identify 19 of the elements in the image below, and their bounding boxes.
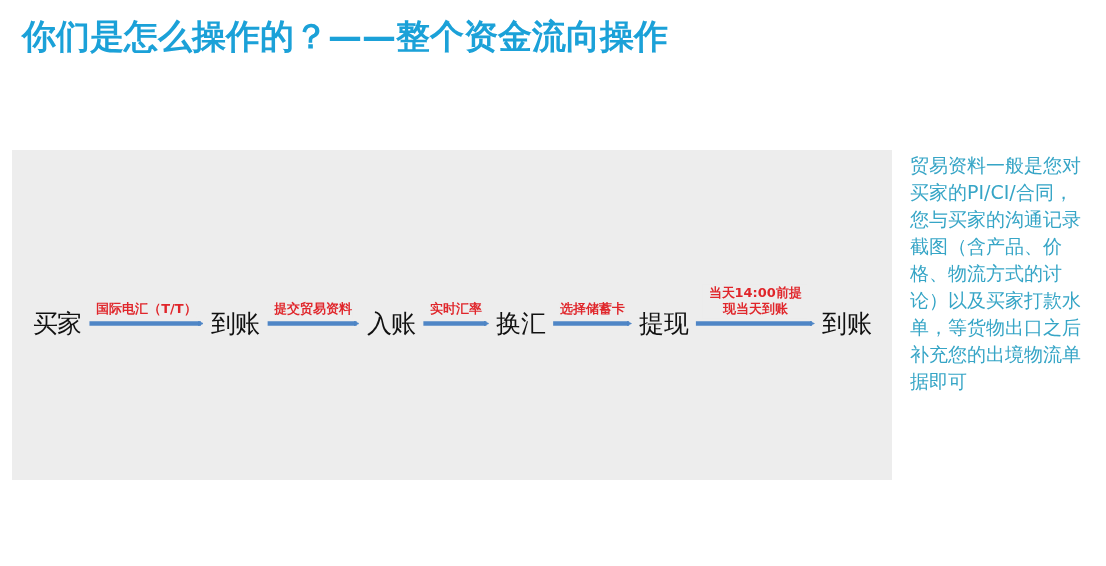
arrow [89, 320, 204, 327]
arrow [695, 320, 815, 327]
edge-label: 国际电汇（T/T） [96, 301, 197, 317]
edge-label: 提交贸易资料 [274, 301, 353, 317]
edge-label: 实时汇率 [430, 301, 483, 317]
node-text: 换汇 [496, 309, 546, 338]
note-text: 贸易资料一般是您对买家的PI/CI/合同，您与买家的沟通记录截图（含产品、价格、物流方式的讨论）以及买家打款水单，等货物出口之后补充您的出境物流单据即可 [910, 153, 1082, 394]
title: 你们是怎么操作的？——整个资金流向操作 [22, 15, 668, 58]
node-text: 提现 [639, 309, 689, 338]
arrow [267, 320, 360, 327]
node-text: 到账 [821, 309, 872, 338]
node-text: 入账 [366, 309, 416, 338]
edge-label: 选择储蓄卡 [559, 301, 625, 317]
arrow [553, 320, 632, 327]
node-text: 买家 [32, 309, 83, 338]
edge-label: 当天14:00前提现当天到账 [708, 284, 802, 317]
arrow [423, 320, 490, 327]
diagram-panel: 买家 到账 入账 换汇 提现 到账 国际电汇（T/T） 提交贸易资料 实时汇率 选择储蓄卡 当天14:00前提现当天到账 [12, 150, 892, 480]
node-text: 到账 [210, 309, 261, 338]
